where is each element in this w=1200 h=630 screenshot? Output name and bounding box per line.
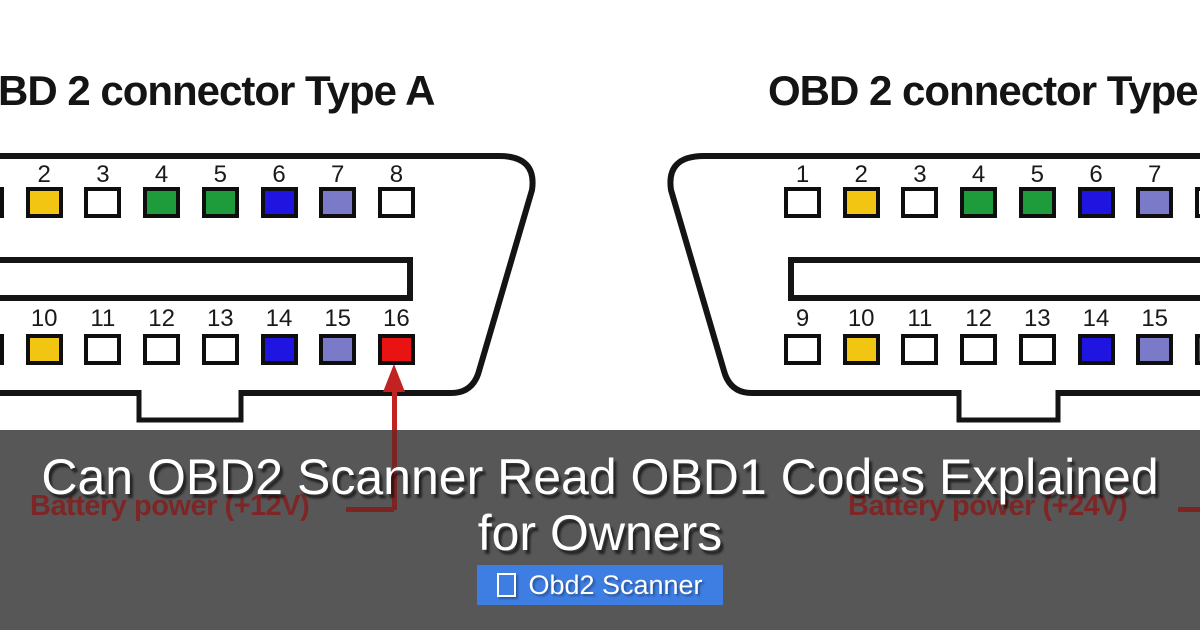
connector-b-title: OBD 2 connector Type	[768, 67, 1199, 114]
caption-overlay: Battery power (+12V) Battery power (+24V…	[0, 430, 1200, 630]
pin-14-blue	[1077, 334, 1115, 365]
pin-5-green	[201, 187, 239, 218]
pin-3-white	[901, 187, 939, 218]
pin-14-number-label: 14	[265, 305, 293, 332]
pin-7-purple	[1136, 187, 1174, 218]
pin-1-white	[784, 187, 821, 218]
connector-b-notch	[956, 390, 1061, 423]
pin-3-number-label: 3	[96, 161, 110, 188]
pin-7-purple	[319, 187, 357, 218]
battery-power-12v-label: Battery power (+12V)	[30, 490, 310, 522]
pin-5-green	[1018, 187, 1056, 218]
pin-5-number-label: 5	[213, 161, 227, 188]
pin-16-red	[377, 334, 415, 365]
pin-10-number-label: 10	[847, 305, 875, 332]
pin-11-white	[84, 334, 122, 365]
connector-b-slot	[788, 257, 1200, 301]
pin-10-yellow	[25, 334, 63, 365]
pin-15-number-label: 15	[1141, 305, 1169, 332]
pin16-arrow-line	[392, 389, 397, 432]
pin-6-blue	[260, 187, 298, 218]
pin-10-number-label: 10	[30, 305, 58, 332]
pin-2-number-label: 2	[854, 161, 868, 188]
pin-2-yellow	[25, 187, 63, 218]
pin-8-number-label: 8	[1195, 162, 1200, 188]
pin-10-yellow	[842, 334, 880, 365]
pin-9-number-label: 9	[795, 305, 810, 332]
pin-16-number-label: 16	[1195, 306, 1200, 332]
connector-a-slot	[0, 257, 413, 301]
pin-4-green	[960, 187, 998, 218]
caption-title-line1: Can OBD2 Scanner Read OBD1 Codes Explain…	[41, 449, 1159, 505]
pin-12-number-label: 12	[965, 305, 992, 332]
obd2-scanner-badge[interactable]: Obd2 Scanner	[477, 565, 723, 605]
pin-2-yellow	[842, 187, 880, 218]
pin-5-number-label: 5	[1030, 161, 1044, 188]
pin-14-blue	[260, 334, 298, 365]
pin-15-number-label: 15	[324, 305, 352, 332]
pin-13-white	[201, 334, 239, 365]
pin-9-white	[784, 334, 821, 365]
pin16-arrow-line-dimmed	[392, 430, 397, 510]
connector-a-notch	[136, 390, 244, 423]
pin-1-number-label: 1	[0, 162, 4, 188]
missing-glyph-icon	[497, 573, 517, 597]
pin-3-white	[84, 187, 122, 218]
pin-11-white	[901, 334, 939, 365]
pin-9-white	[0, 334, 4, 365]
battery-12v-connector-line	[346, 507, 394, 512]
battery-power-24v-label: Battery power (+24V)	[848, 490, 1128, 522]
connector-a-title: BD 2 connector Type A	[0, 67, 435, 114]
pin-6-number-label: 6	[272, 161, 286, 188]
pin-15-purple	[319, 334, 357, 365]
pin-3-number-label: 3	[913, 161, 927, 188]
badge-label: Obd2 Scanner	[528, 569, 703, 600]
caption-title-line2: for Owners	[477, 505, 723, 561]
pin-9-number-label: 9	[0, 306, 4, 332]
pin-11-number-label: 11	[90, 305, 116, 332]
pin-13-number-label: 13	[1023, 305, 1051, 332]
pin-13-number-label: 13	[206, 305, 234, 332]
pin-13-white	[1018, 334, 1056, 365]
pin-16-number-label: 16	[383, 305, 410, 332]
pin-8-number-label: 8	[389, 161, 404, 188]
pin-7-number-label: 7	[1148, 161, 1162, 188]
pin-6-number-label: 6	[1089, 161, 1103, 188]
pin-4-number-label: 4	[154, 161, 169, 188]
pin-12-white	[960, 334, 998, 365]
pin-12-number-label: 12	[148, 305, 175, 332]
pin-1-number-label: 1	[795, 161, 810, 188]
battery-24v-connector-line	[1178, 507, 1200, 512]
pin-8-white	[377, 187, 415, 218]
pin-14-number-label: 14	[1082, 305, 1110, 332]
pin-4-number-label: 4	[971, 161, 986, 188]
pin-6-blue	[1077, 187, 1115, 218]
pin-1-white	[0, 187, 4, 218]
pin-15-purple	[1136, 334, 1174, 365]
pin-7-number-label: 7	[331, 161, 345, 188]
pin-2-number-label: 2	[37, 161, 51, 188]
pin16-arrow-head-icon	[383, 364, 405, 392]
pin-12-white	[143, 334, 181, 365]
pin-4-green	[143, 187, 181, 218]
pin-11-number-label: 11	[907, 305, 933, 332]
pin-8-white	[1194, 187, 1200, 218]
pin-16-red	[1194, 334, 1200, 365]
